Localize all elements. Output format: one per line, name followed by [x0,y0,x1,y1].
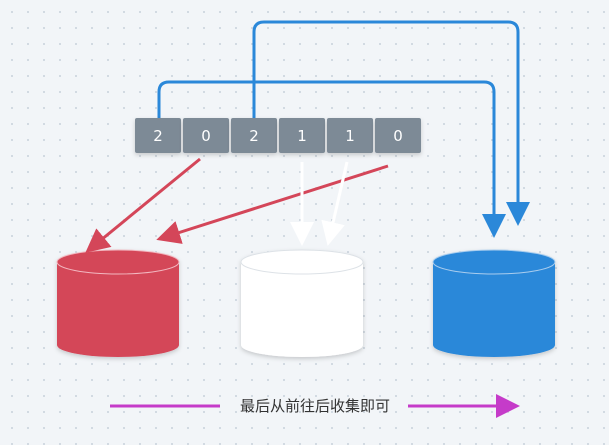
red-arrow-1 [85,157,201,253]
blue-arrow-1 [157,80,506,238]
red-bucket [56,249,180,357]
array-cell: 1 [279,118,325,153]
array-cell-value: 0 [393,127,403,145]
array-cell: 0 [375,118,421,153]
array-cell: 0 [183,118,229,153]
array-cell-value: 2 [249,127,259,145]
white-arrow-2 [321,161,349,246]
caption-text: 最后从前往后收集即可 [240,397,390,415]
array-cell-value: 0 [201,127,211,145]
white-bucket [240,249,364,357]
array-cell: 2 [135,118,181,153]
array-cell-value: 2 [153,127,163,145]
blue-bucket [432,249,556,357]
array-cell-value: 1 [345,127,355,145]
array: 2 0 2 1 1 0 [135,118,421,153]
array-cell-value: 1 [297,127,307,145]
array-cell: 1 [327,118,373,153]
array-cell: 2 [231,118,277,153]
blue-arrow-2 [252,20,530,226]
red-arrow-2 [156,164,389,244]
